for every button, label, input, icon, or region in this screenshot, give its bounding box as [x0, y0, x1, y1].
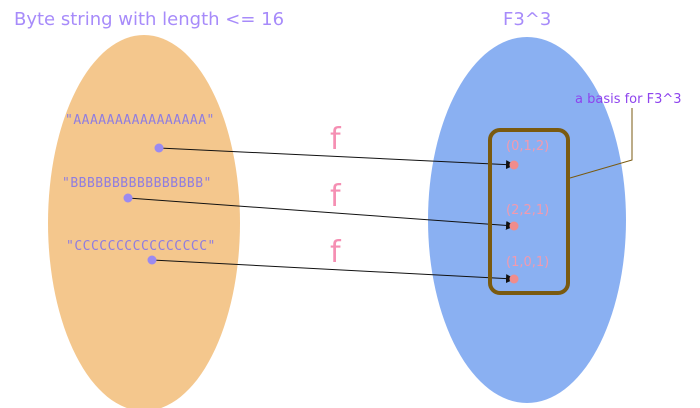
vector-label-1: (0,1,2) — [506, 139, 549, 154]
left-set-title: Byte string with length <= 16 — [14, 9, 284, 30]
codomain-point-2 — [509, 221, 519, 231]
vector-label-3: (1,0,1) — [506, 255, 549, 270]
mapping-arrow-2 — [127, 197, 515, 230]
domain-point-b — [123, 193, 133, 203]
function-label-2: f — [330, 179, 342, 214]
function-label-1: f — [330, 122, 342, 157]
right-set-ellipse — [428, 37, 626, 403]
right-set-title: F3^3 — [503, 9, 551, 30]
function-label-3: f — [330, 235, 342, 270]
left-set-ellipse — [48, 35, 240, 408]
basis-highlight-box — [488, 128, 570, 295]
mapping-arrow-3 — [151, 259, 515, 284]
codomain-point-3 — [509, 274, 519, 284]
domain-point-c — [147, 255, 157, 265]
basis-callout-leader — [569, 108, 633, 179]
basis-callout-text: a basis for F3^3 — [575, 92, 682, 107]
domain-element-label-c: "CCCCCCCCCCCCCCCC" — [66, 239, 216, 254]
domain-element-label-b: "BBBBBBBBBBBBBBBB" — [62, 176, 212, 191]
vector-label-2: (2,2,1) — [506, 203, 549, 218]
domain-point-a — [154, 143, 164, 153]
domain-element-label-a: "AAAAAAAAAAAAAAAA" — [65, 113, 215, 128]
mapping-arrow-1 — [158, 147, 515, 170]
codomain-point-1 — [509, 160, 519, 170]
